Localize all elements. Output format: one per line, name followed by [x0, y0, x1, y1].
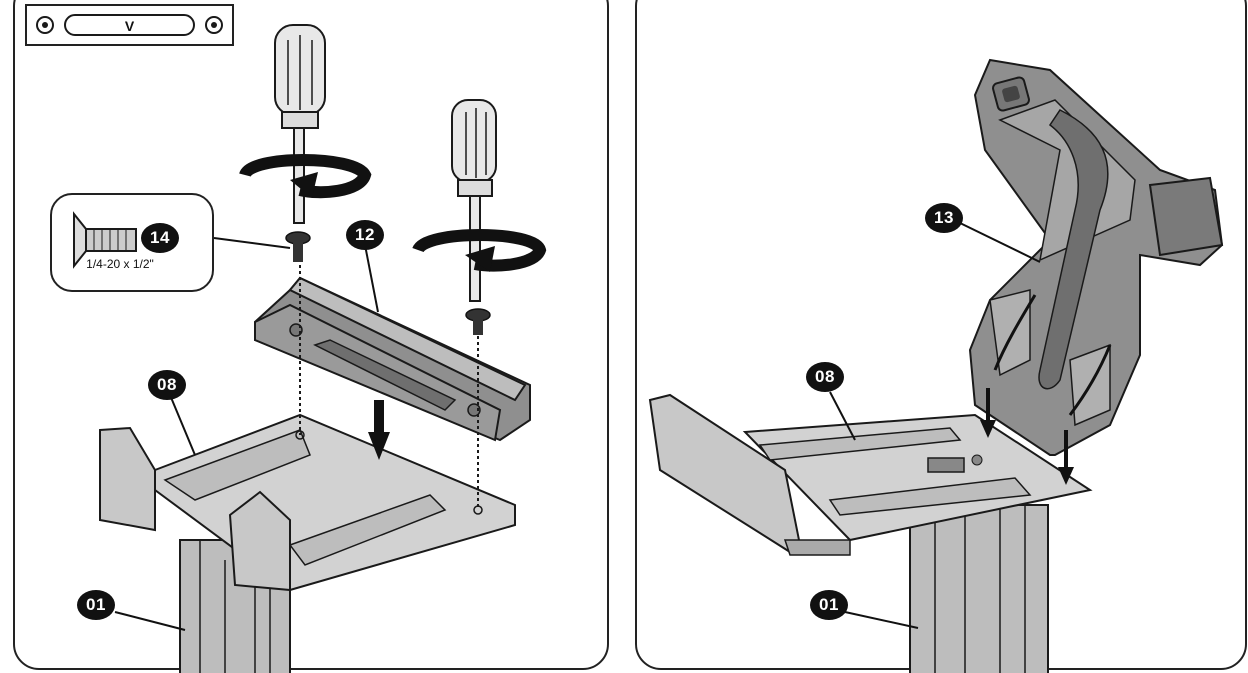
left-panel-illustration [99, 24, 547, 673]
screw-spec-label: 1/4-20 x 1/2" [86, 257, 154, 271]
down-arrow-icon [368, 400, 390, 460]
leader-line [213, 237, 291, 249]
callout-14: 14 [141, 223, 179, 253]
callout-01: 01 [810, 590, 848, 620]
right-step-panel [635, 0, 1247, 670]
tray-part-08 [99, 413, 516, 592]
rotate-arrow-icon [412, 229, 547, 272]
callout-08: 08 [148, 370, 186, 400]
screw-icon [465, 308, 491, 335]
rotate-arrow-icon [239, 154, 372, 199]
callout-01: 01 [77, 590, 115, 620]
leader-line [169, 394, 196, 456]
leader-line [364, 244, 379, 313]
screwdriver-icon [451, 99, 497, 302]
bracket-part-12 [254, 276, 531, 442]
screw-icon [285, 231, 311, 262]
callout-12: 12 [346, 220, 384, 250]
callout-13: 13 [925, 203, 963, 233]
level-indicator: V [25, 4, 234, 46]
level-icon [36, 14, 223, 36]
level-label: V [124, 18, 135, 34]
leader-line [114, 611, 186, 631]
callout-08: 08 [806, 362, 844, 392]
screwdriver-icon [274, 24, 326, 224]
countersunk-screw-icon [73, 211, 137, 269]
screw-spec-box: 1/4-20 x 1/2" [50, 193, 214, 292]
